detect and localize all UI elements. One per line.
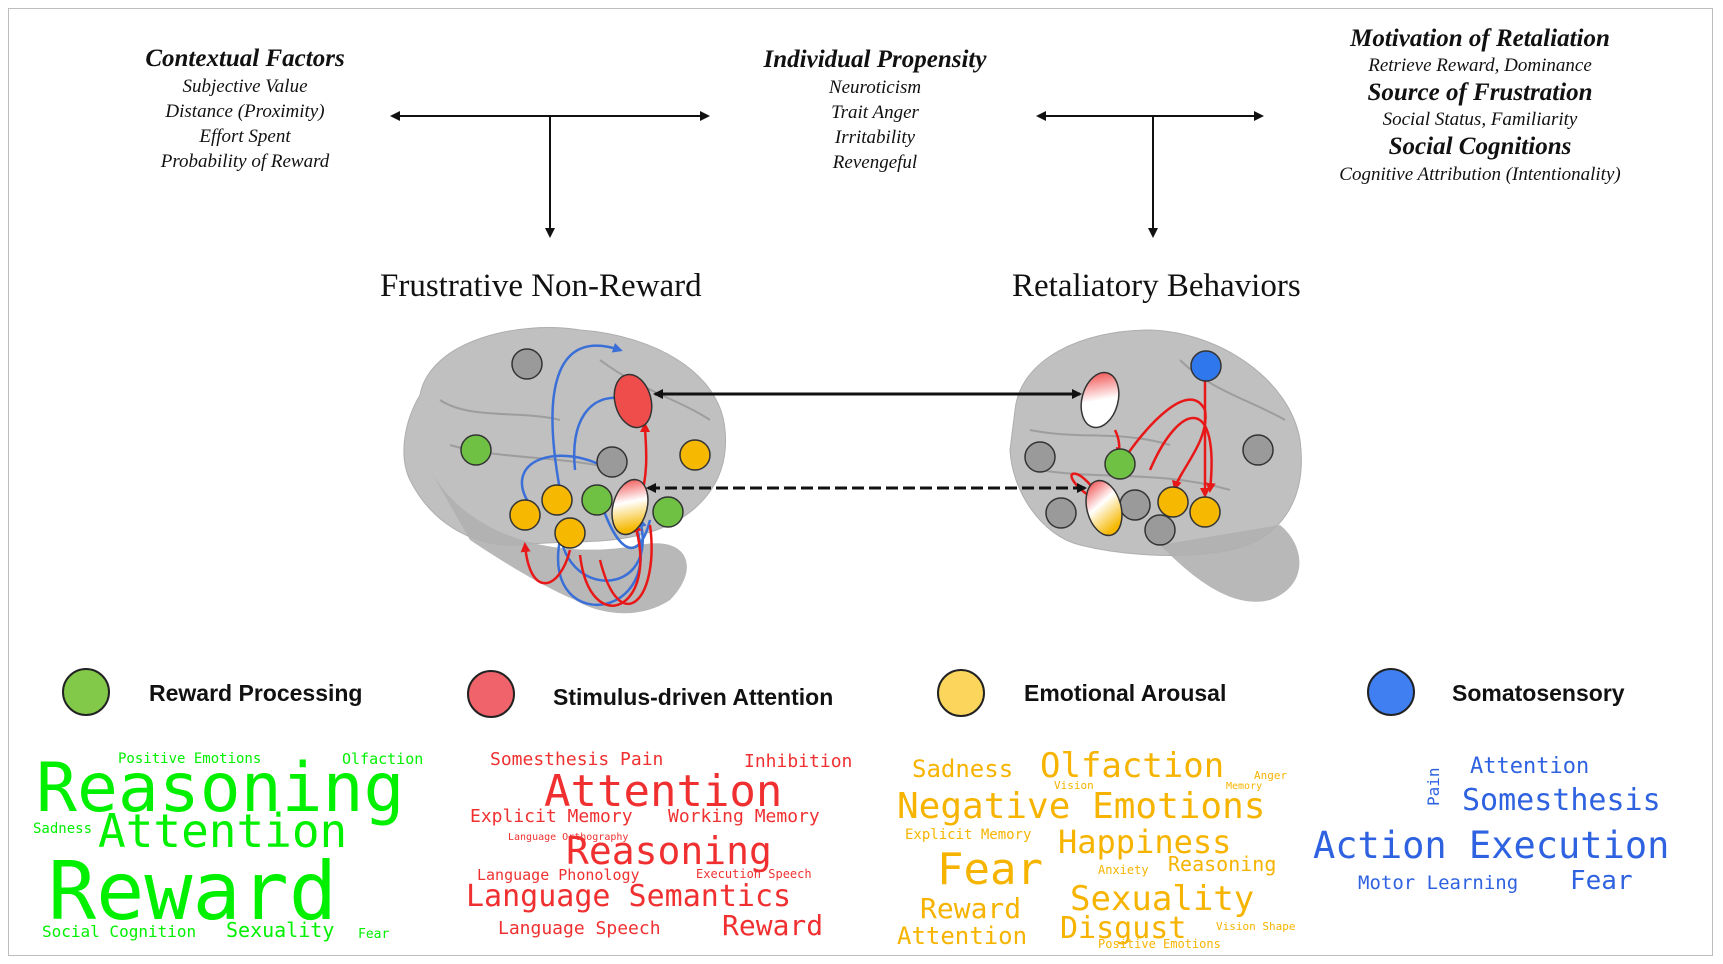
cross-brain-dashed-arrows (646, 389, 1087, 493)
cloud-word: Reward (48, 845, 337, 938)
cloud-word: Motor Learning (1358, 872, 1519, 894)
cloud-word: Reward (722, 909, 824, 942)
cloud-word: Language Semantics (466, 879, 792, 914)
legend-arousal-dot (937, 669, 985, 717)
cloud-word: Reward (920, 892, 1022, 925)
motivation-sub: Retrieve Reward, Dominance (1368, 55, 1592, 76)
individual-item: Irritability (834, 127, 916, 148)
motivation-block: Motivation of Retaliation Retrieve Rewar… (1290, 24, 1670, 187)
cloud-word: Execution Speech (696, 867, 812, 881)
contextual-item: Probability of Reward (160, 151, 330, 172)
cloud-word: Vision (1054, 779, 1094, 792)
individual-item: Trait Anger (831, 102, 919, 123)
legend-somatosensory-dot (1367, 668, 1415, 716)
source-sub: Social Status, Familiarity (1382, 109, 1578, 130)
individual-propensity-block: Individual Propensity Neuroticism Trait … (730, 45, 1020, 175)
cloud-word: Positive Emotions (118, 751, 262, 767)
cloud-word: Pain (1424, 767, 1443, 806)
cloud-word: Fear (937, 844, 1043, 895)
left-red-connections (520, 422, 653, 607)
left-brain-title: Frustrative Non-Reward (380, 268, 702, 304)
individual-item: Neuroticism (828, 77, 922, 98)
right-brain-title: Retaliatory Behaviors (1012, 268, 1301, 304)
legend-attention-dot (467, 670, 515, 718)
left-nodes (460, 348, 711, 549)
figure-frame (8, 8, 1713, 956)
cloud-word: Attention (897, 922, 1028, 950)
individual-propensity-title: Individual Propensity (763, 46, 987, 73)
cloud-word: Inhibition (744, 751, 853, 772)
cloud-word: Attention (544, 766, 783, 817)
left-bracket-arrow (390, 111, 710, 238)
legend-arousal-label: Emotional Arousal (1024, 680, 1227, 706)
cloud-word: Disgust (1060, 911, 1187, 946)
contextual-item: Distance (Proximity) (165, 101, 325, 122)
right-brain (1009, 329, 1302, 602)
legend-somatosensory-label: Somatosensory (1452, 680, 1625, 706)
right-bracket-arrow (1036, 111, 1264, 238)
cloud-word: Working Memory (668, 806, 820, 827)
cloud-word: Olfaction (1040, 746, 1225, 786)
cloud-word: Fear (1570, 866, 1633, 896)
cloud-word: Language Speech (498, 918, 661, 939)
right-nodes (1024, 350, 1274, 546)
motivation-title: Motivation of Retaliation (1350, 25, 1610, 52)
legend-reward-dot (62, 668, 110, 716)
cloud-word: Social Cognition (42, 922, 197, 941)
social-title: Social Cognitions (1388, 133, 1572, 160)
right-red-connections (1070, 379, 1216, 503)
cloud-word: Vision Shape (1216, 920, 1296, 933)
cloud-word: Sexuality (226, 918, 335, 942)
cloud-word: Fear (358, 927, 390, 942)
cloud-word: Anger (1254, 769, 1288, 782)
contextual-factors-block: Contextual Factors Subjective Value Dist… (110, 44, 380, 174)
cloud-word: Positive Emotions (1098, 937, 1221, 951)
cloud-word: Anxiety (1098, 863, 1149, 877)
cloud-word: Olfaction (342, 750, 424, 768)
contextual-item: Subjective Value (182, 76, 308, 97)
legend-attention-label: Stimulus-driven Attention (553, 684, 834, 710)
cloud-word: Sadness (33, 821, 93, 837)
cloud-word: Action Execution (1313, 824, 1670, 867)
cloud-word: Negative Emotions (897, 786, 1266, 827)
source-title: Source of Frustration (1367, 79, 1593, 106)
cloud-word: Sadness (912, 755, 1014, 783)
cloud-word: Reasoning (1168, 852, 1277, 876)
cloud-word: Attention (1470, 754, 1590, 779)
contextual-item: Effort Spent (199, 126, 291, 147)
cloud-word: Reasoning (566, 829, 772, 873)
left-brain (403, 327, 727, 614)
cloud-word: Explicit Memory (470, 806, 633, 827)
cloud-word: Attention (98, 804, 348, 858)
cloud-word: Language Orthography (508, 832, 629, 843)
social-sub: Cognitive Attribution (Intentionality) (1339, 164, 1621, 185)
cloud-word: Memory (1226, 781, 1263, 792)
cloud-word: Somesthesis Pain (490, 749, 664, 770)
legend-reward-label: Reward Processing (149, 680, 363, 706)
cloud-word: Happiness (1058, 823, 1232, 861)
cloud-word: Somesthesis (1462, 783, 1661, 818)
cloud-word: Sexuality (1070, 879, 1255, 919)
contextual-factors-title: Contextual Factors (145, 45, 345, 72)
cloud-word: Explicit Memory (905, 827, 1032, 843)
cloud-word: Reasoning (36, 749, 405, 828)
cloud-word: Language Phonology (477, 866, 640, 884)
individual-item: Revengeful (832, 152, 918, 173)
